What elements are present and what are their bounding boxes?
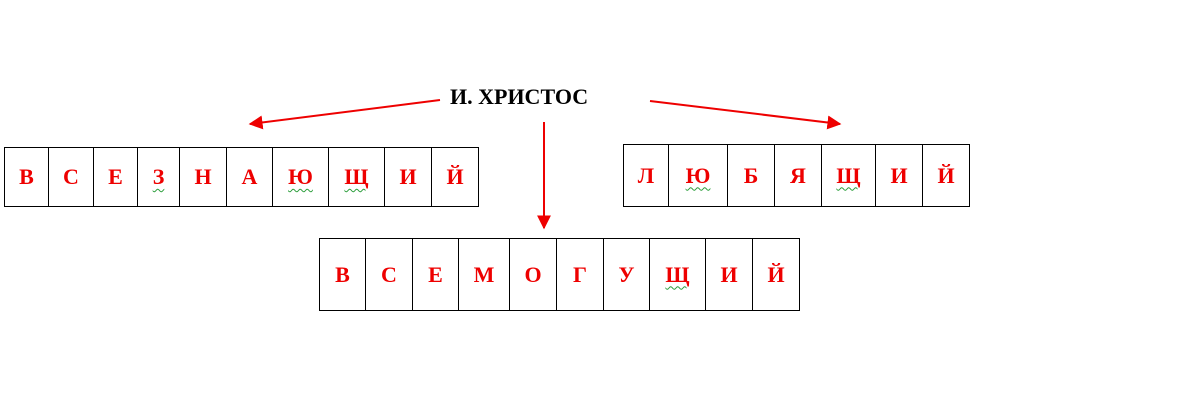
letter: Ю [685, 162, 711, 188]
letter-cell: В [5, 148, 49, 206]
letter-cell: Ю [273, 148, 329, 206]
letter-cell: Б [728, 145, 775, 206]
letter: Щ [836, 162, 861, 188]
letter: С [63, 164, 79, 189]
letter-cell: О [510, 239, 557, 310]
letter-cell: С [366, 239, 413, 310]
letter: В [335, 261, 350, 287]
arrow-to-left-word [248, 99, 441, 130]
diagram-title: И. ХРИСТОС [450, 84, 589, 109]
letter-cell: Й [923, 145, 969, 206]
letter: Б [743, 162, 759, 188]
letter-cell: Щ [650, 239, 706, 310]
letter: Щ [665, 261, 690, 287]
letter: Е [428, 261, 443, 287]
letter: Е [108, 164, 123, 189]
letter: Щ [344, 164, 369, 189]
letter: И [720, 261, 738, 287]
letter-cell: У [604, 239, 650, 310]
letter-cell: Щ [822, 145, 876, 206]
letter-cell: Щ [329, 148, 385, 206]
letter: И [399, 164, 417, 189]
letter: Н [194, 164, 212, 189]
letter-cell: В [320, 239, 366, 310]
letter: О [524, 261, 542, 287]
letter-cell: Ю [669, 145, 728, 206]
letter: М [473, 261, 495, 287]
letter-cell: Й [753, 239, 799, 310]
letter: З [152, 164, 165, 189]
letter: А [241, 164, 258, 189]
letter: Л [637, 162, 655, 188]
letter-cell: З [138, 148, 180, 206]
letter-cell: Г [557, 239, 604, 310]
letter-cell: И [876, 145, 923, 206]
letter-cell: И [385, 148, 432, 206]
letter-cell: Н [180, 148, 227, 206]
letter: С [381, 261, 397, 287]
letter: Й [446, 164, 464, 189]
arrow-to-right-word [649, 100, 842, 130]
letter-cell: Е [94, 148, 138, 206]
letter-cell: Я [775, 145, 822, 206]
letter: Г [573, 261, 587, 287]
letter: У [618, 261, 635, 287]
letter-cell: Й [432, 148, 478, 206]
letter-cell: М [459, 239, 510, 310]
letter-cell: А [227, 148, 273, 206]
letter: В [19, 164, 34, 189]
letter-cell: И [706, 239, 753, 310]
letter-cell: Л [624, 145, 669, 206]
letter: Ю [288, 164, 313, 189]
letter: Й [937, 162, 955, 188]
letter-cell: С [49, 148, 94, 206]
letter-cell: Е [413, 239, 459, 310]
letter: И [890, 162, 908, 188]
letter: Й [767, 261, 785, 287]
letter: Я [790, 162, 806, 188]
